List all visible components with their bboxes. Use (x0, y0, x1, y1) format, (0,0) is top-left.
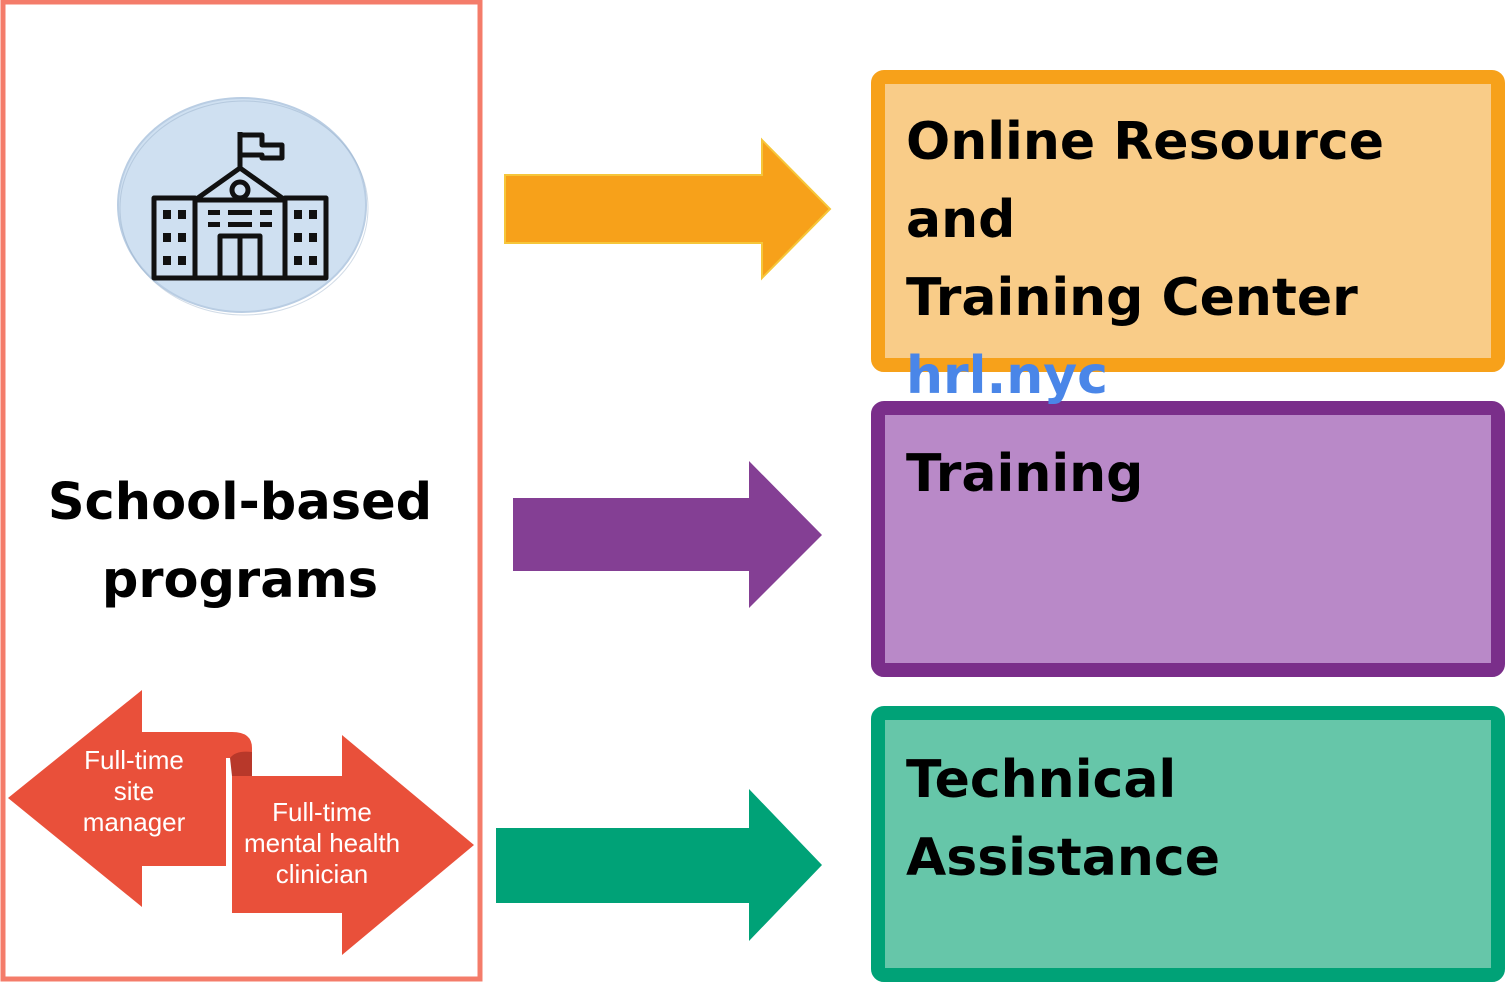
online-resource-title: Online Resource and Training Center hrl.… (906, 103, 1486, 415)
site-manager-label-line3: manager (82, 807, 186, 837)
training-title-line1: Training (906, 444, 1144, 504)
school-programs-title: School-based programs (20, 464, 460, 620)
technical-assistance-box (871, 706, 1505, 982)
clinician-label-line3: clinician (275, 859, 369, 889)
school-programs-panel (0, 0, 483, 982)
technical-assistance-title-line1: Technical Assistance (906, 750, 1220, 888)
arrow-to-training (513, 461, 822, 608)
training-box (871, 401, 1505, 677)
hrl-nyc-link[interactable]: hrl.nyc (906, 346, 1108, 406)
site-manager-label-line2: site (113, 776, 155, 806)
online-resource-box (871, 70, 1505, 372)
clinician-label: Full-time mental health clinician (226, 797, 418, 890)
site-manager-label: Full-time site manager (56, 745, 212, 838)
clinician-label-line1: Full-time (272, 797, 372, 827)
clinician-label-line2: mental health (243, 828, 401, 858)
arrow-to-technical-assistance (496, 789, 822, 941)
school-programs-title-line2: programs (101, 551, 379, 610)
arrow-to-online-resource (504, 137, 832, 281)
clinician-arrow (232, 735, 474, 955)
site-manager-arrow (8, 690, 252, 907)
school-building-icon (117, 97, 369, 316)
training-title: Training (906, 435, 1486, 513)
technical-assistance-title: Technical Assistance (906, 741, 1486, 897)
online-resource-title-line1: Online Resource and (906, 112, 1385, 250)
online-resource-title-line2: Training Center (906, 268, 1358, 328)
school-programs-title-line1: School-based (47, 473, 433, 532)
site-manager-label-line1: Full-time (84, 745, 184, 775)
